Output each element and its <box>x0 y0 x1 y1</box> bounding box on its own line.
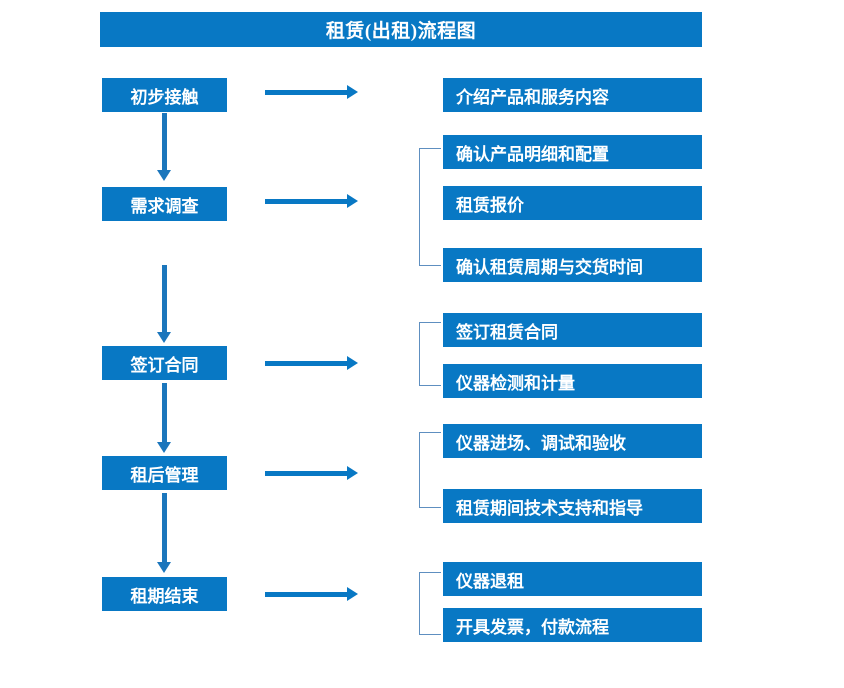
diagram-title: 租赁(出租)流程图 <box>100 12 702 47</box>
arrow-head <box>157 442 171 453</box>
arrow-shaft <box>162 383 167 442</box>
detail-node-2-3[interactable]: 确认租赁周期与交货时间 <box>443 248 702 282</box>
arrow-shaft <box>162 493 167 562</box>
stage-node-5[interactable]: 租期结束 <box>102 577 227 611</box>
detail-label-5-2: 开具发票，付款流程 <box>456 617 609 637</box>
arrow-shaft <box>265 471 347 476</box>
stage-label-4: 租后管理 <box>130 465 199 485</box>
group-bracket-2 <box>419 148 441 266</box>
stage-label-3: 签订合同 <box>130 355 199 375</box>
group-bracket-5 <box>419 572 441 635</box>
detail-label-3-1: 签订租赁合同 <box>456 322 558 342</box>
detail-node-3-2[interactable]: 仪器检测和计量 <box>443 364 702 398</box>
arrow-shaft <box>162 265 167 332</box>
vertical-arrow-4 <box>157 493 171 573</box>
group-bracket-4 <box>419 432 441 508</box>
horizontal-arrow-5 <box>265 587 358 601</box>
arrow-shaft <box>265 592 347 597</box>
arrow-shaft <box>162 113 167 170</box>
detail-node-3-1[interactable]: 签订租赁合同 <box>443 313 702 347</box>
arrow-head <box>347 356 358 370</box>
vertical-arrow-2 <box>157 265 171 343</box>
detail-label-2-1: 确认产品明细和配置 <box>456 144 609 164</box>
detail-node-1-1[interactable]: 介绍产品和服务内容 <box>443 78 702 112</box>
detail-label-2-3: 确认租赁周期与交货时间 <box>456 257 643 277</box>
vertical-arrow-1 <box>157 113 171 181</box>
arrow-shaft <box>265 361 347 366</box>
detail-label-5-1: 仪器退租 <box>456 571 524 591</box>
arrow-head <box>157 170 171 181</box>
detail-node-2-1[interactable]: 确认产品明细和配置 <box>443 135 702 169</box>
stage-node-1[interactable]: 初步接触 <box>102 78 227 112</box>
horizontal-arrow-3 <box>265 356 358 370</box>
detail-label-4-2: 租赁期间技术支持和指导 <box>456 498 643 518</box>
arrow-head <box>347 587 358 601</box>
detail-label-1-1: 介绍产品和服务内容 <box>456 87 609 107</box>
arrow-shaft <box>265 90 347 95</box>
arrow-head <box>157 562 171 573</box>
stage-node-3[interactable]: 签订合同 <box>102 346 227 380</box>
detail-node-5-1[interactable]: 仪器退租 <box>443 562 702 596</box>
detail-node-2-2[interactable]: 租赁报价 <box>443 186 702 220</box>
detail-label-2-2: 租赁报价 <box>456 195 524 215</box>
stage-label-2: 需求调查 <box>130 196 199 216</box>
arrow-head <box>347 466 358 480</box>
arrow-head <box>347 194 358 208</box>
detail-node-5-2[interactable]: 开具发票，付款流程 <box>443 608 702 642</box>
horizontal-arrow-1 <box>265 85 358 99</box>
detail-label-4-1: 仪器进场、调试和验收 <box>456 433 626 453</box>
arrow-head <box>347 85 358 99</box>
arrow-head <box>157 332 171 343</box>
vertical-arrow-3 <box>157 383 171 453</box>
detail-label-3-2: 仪器检测和计量 <box>456 373 575 393</box>
stage-node-2[interactable]: 需求调查 <box>102 187 227 221</box>
detail-node-4-2[interactable]: 租赁期间技术支持和指导 <box>443 489 702 523</box>
horizontal-arrow-4 <box>265 466 358 480</box>
horizontal-arrow-2 <box>265 194 358 208</box>
arrow-shaft <box>265 199 347 204</box>
group-bracket-3 <box>419 322 441 386</box>
detail-node-4-1[interactable]: 仪器进场、调试和验收 <box>443 424 702 458</box>
stage-label-5: 租期结束 <box>130 586 199 606</box>
stage-label-1: 初步接触 <box>130 87 199 107</box>
stage-node-4[interactable]: 租后管理 <box>102 456 227 490</box>
